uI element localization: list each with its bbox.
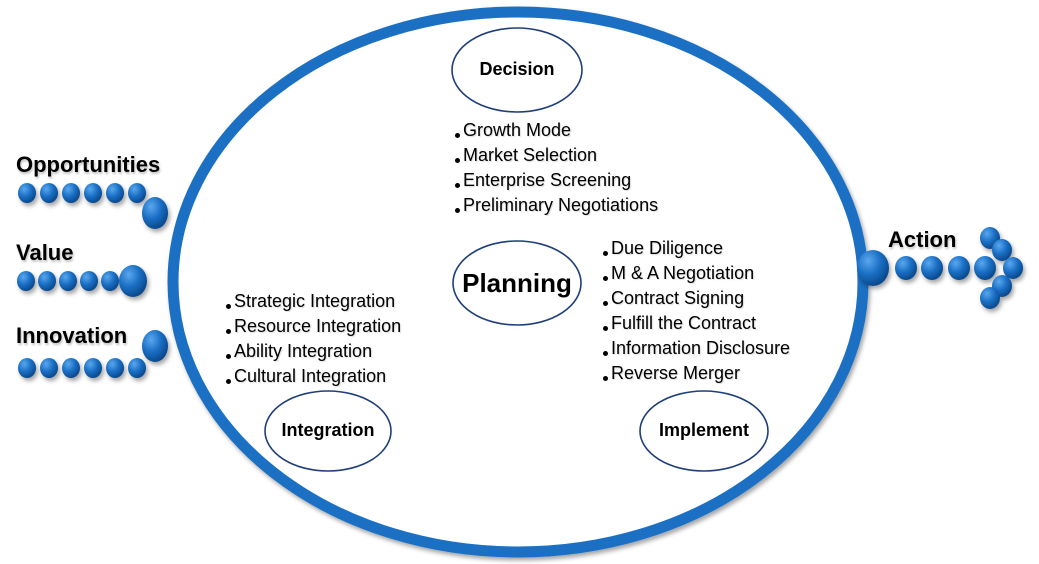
arrow-dot: [84, 183, 102, 203]
bullet-icon: [603, 301, 608, 306]
list-item: Due Diligence: [603, 236, 790, 261]
action-dot-arrow: [857, 227, 1023, 309]
bullet-icon: [226, 304, 231, 309]
arrow-dot: [101, 271, 119, 291]
bullet-icon: [226, 379, 231, 384]
driver-label-innovation: Innovation: [16, 323, 128, 348]
list-item: Ability Integration: [226, 339, 401, 364]
list-item: Market Selection: [455, 143, 658, 168]
arrow-head-dot: [119, 265, 147, 297]
integration-node: [264, 390, 392, 472]
arrow-dot: [948, 256, 970, 280]
driver-label-value: Value: [16, 240, 74, 265]
arrow-dot: [128, 358, 146, 378]
innovation-dot-arrow: [18, 330, 168, 378]
bullet-icon: [226, 329, 231, 334]
list-item: Strategic Integration: [226, 289, 401, 314]
list-item: Enterprise Screening: [455, 168, 658, 193]
bullet-icon: [455, 183, 460, 188]
driver-label-opportunities: Opportunities: [16, 152, 161, 177]
implement-items: Due Diligence M & A Negotiation Contract…: [603, 236, 790, 386]
arrow-dot: [18, 183, 36, 203]
integration-label: Integration: [281, 420, 375, 440]
bullet-icon: [455, 208, 460, 213]
arrow-dot: [62, 358, 80, 378]
implement-label: Implement: [658, 420, 750, 440]
planning-label: Planning: [462, 268, 572, 298]
arrow-dot: [80, 271, 98, 291]
arrow-dot: [62, 183, 80, 203]
list-item: M & A Negotiation: [603, 261, 790, 286]
arrow-head-dot: [980, 287, 1000, 309]
arrow-dot: [40, 183, 58, 203]
arrow-dot: [857, 250, 889, 286]
bullet-icon: [603, 351, 608, 356]
arrow-dot: [895, 256, 917, 280]
arrow-dot: [84, 358, 102, 378]
arrow-dot: [128, 183, 146, 203]
value-dot-arrow: [17, 265, 147, 297]
arrow-dot: [17, 271, 35, 291]
arrow-dot: [38, 271, 56, 291]
list-item: Fulfill the Contract: [603, 311, 790, 336]
decision-label: Decision: [479, 59, 555, 79]
list-item: Resource Integration: [226, 314, 401, 339]
list-item: Information Disclosure: [603, 336, 790, 361]
arrow-dot: [974, 256, 996, 280]
arrow-head-dot: [142, 330, 168, 362]
bullet-icon: [226, 354, 231, 359]
planning-node: [452, 240, 582, 326]
arrow-dot: [106, 358, 124, 378]
decision-items: Growth Mode Market Selection Enterprise …: [455, 118, 658, 218]
list-item: Contract Signing: [603, 286, 790, 311]
arrow-dot: [106, 183, 124, 203]
list-item: Growth Mode: [455, 118, 658, 143]
bullet-icon: [455, 133, 460, 138]
implement-node: [639, 390, 769, 472]
arrow-dot: [18, 358, 36, 378]
opportunities-dot-arrow: [18, 183, 168, 229]
arrow-head-dot: [1003, 257, 1023, 279]
decision-node: [451, 27, 583, 113]
arrow-head-dot: [142, 197, 168, 229]
output-label-action: Action: [888, 227, 957, 252]
arrow-dot: [921, 256, 943, 280]
arrow-dot: [59, 271, 77, 291]
bullet-icon: [455, 158, 460, 163]
list-item: Preliminary Negotiations: [455, 193, 658, 218]
bullet-icon: [603, 376, 608, 381]
list-item: Cultural Integration: [226, 364, 401, 389]
bullet-icon: [603, 326, 608, 331]
bullet-icon: [603, 251, 608, 256]
arrow-head-dot: [992, 239, 1012, 261]
arrow-dot: [40, 358, 58, 378]
integration-items: Strategic Integration Resource Integrati…: [226, 289, 401, 389]
list-item: Reverse Merger: [603, 361, 790, 386]
bullet-icon: [603, 276, 608, 281]
